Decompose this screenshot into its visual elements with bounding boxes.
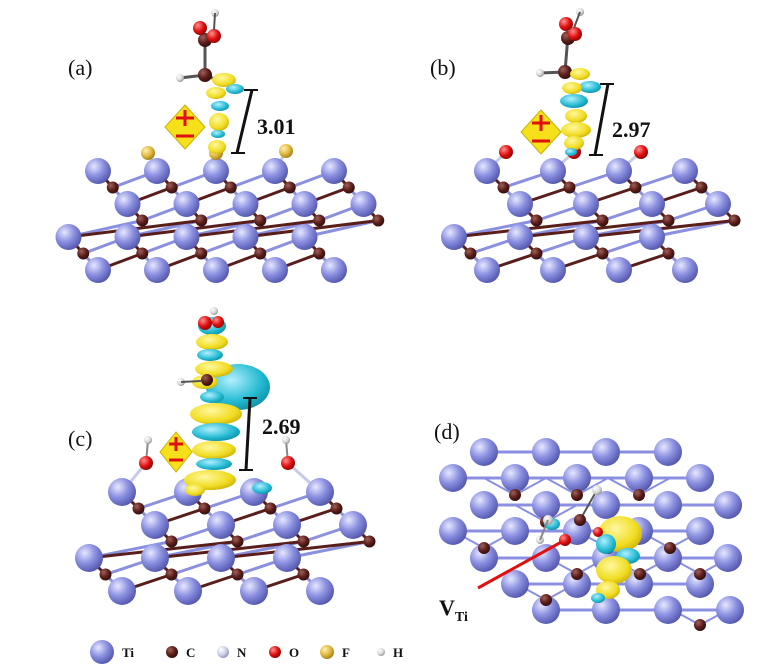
panel-label-a: (a) [68,55,92,80]
legend-item-o: O [269,645,299,660]
vacancy-label: VTi [439,595,468,625]
dipole-sign-icon [164,104,206,150]
panel-d-structure [439,438,744,631]
density-lobes-b [560,68,601,156]
legend-item-n: N [217,645,247,660]
panel-c-structure [75,307,376,605]
panel-b-structure [441,8,741,283]
distance-label-b: 2.97 [612,117,651,142]
slab-lattice [75,436,376,605]
molecule-a [176,9,223,84]
panel-label-c: (c) [68,426,92,451]
molecule-b [536,8,584,79]
distance-label-a: 3.01 [257,114,296,139]
molecule-c [177,307,224,386]
panel-a-structure [55,9,385,283]
legend-swatch [320,645,334,659]
distance-bracket [239,397,257,471]
legend-item-ti: Ti [90,640,134,664]
slab-lattice-topview [439,438,744,631]
distance-bracket [231,89,258,154]
legend-item-h: H [377,645,403,660]
vacancy-marker [477,534,571,590]
legend-swatch [166,646,178,658]
molecule-d [536,485,603,544]
legend-item-f: F [320,645,350,660]
legend-swatch [90,640,114,664]
vacancy-label-main: V [439,595,455,620]
dipole-sign-icon [159,431,193,473]
dipole-sign-icon [520,109,562,155]
panel-label-b: (b) [430,55,456,80]
distance-bracket [589,83,614,156]
legend-label: O [289,645,299,660]
legend-label: C [186,645,195,660]
legend-label: Ti [122,645,134,660]
density-lobes-d [544,516,642,603]
vacancy-label-sub: Ti [455,610,468,625]
slab-lattice [55,144,385,283]
legend-item-c: C [166,645,195,660]
slab-lattice [441,145,741,283]
legend-label: H [393,645,403,660]
legend-label: N [237,645,247,660]
density-lobes-c [184,317,272,496]
panel-label-d: (d) [434,419,460,444]
density-lobes-a [206,73,244,154]
atom-legend: Ti C N O F H [90,640,403,664]
distance-label-c: 2.69 [262,414,301,439]
legend-label: F [342,645,350,660]
legend-swatch [377,648,385,656]
legend-swatch [269,646,281,658]
legend-swatch [217,646,229,658]
